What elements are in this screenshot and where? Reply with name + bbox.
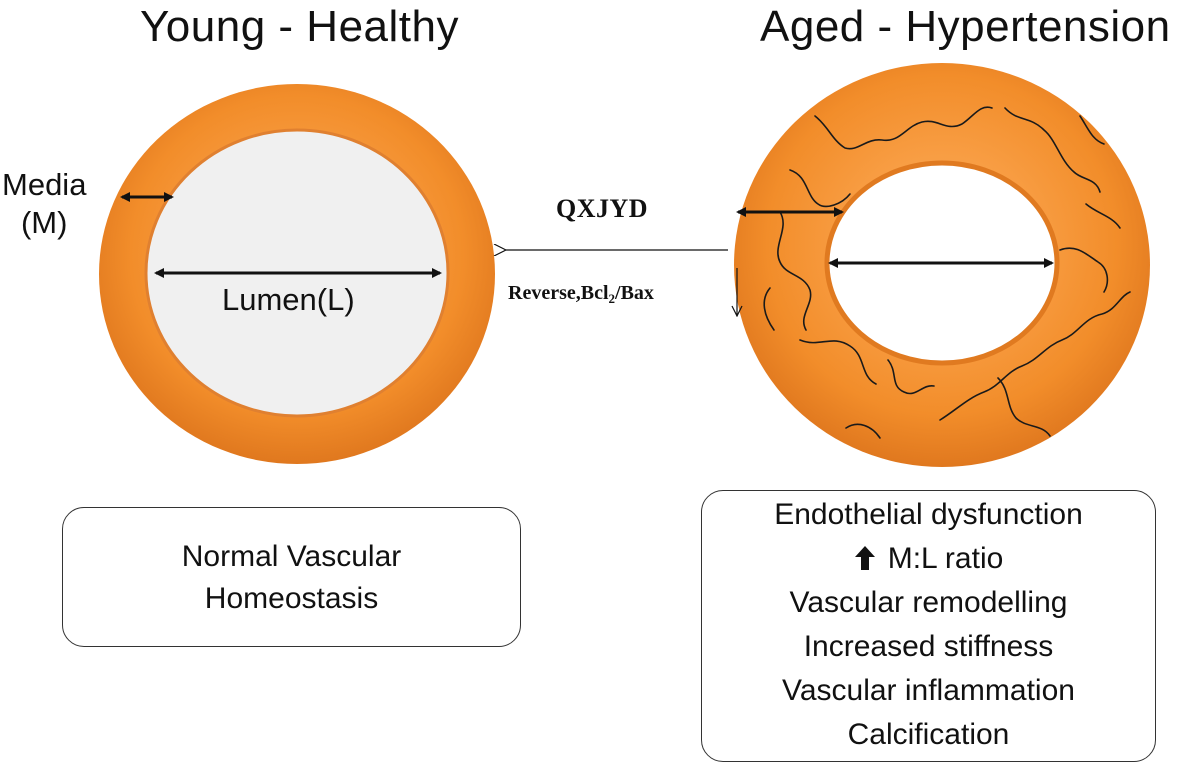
finding-item: Endothelial dysfunction bbox=[774, 498, 1083, 531]
finding-item-ratio: M:L ratio bbox=[702, 537, 1155, 581]
effect-label: Reverse,Bcl2/Bax bbox=[508, 282, 654, 307]
hypertension-findings-box: Endothelial dysfunction M:L ratio Vascul… bbox=[701, 490, 1156, 762]
healthy-title: Young - Healthy bbox=[140, 2, 459, 51]
healthy-outcome-line1: Normal Vascular bbox=[181, 540, 402, 573]
healthy-outcome-box: Normal Vascular Homeostasis bbox=[62, 507, 521, 647]
effect-subscript: 2 bbox=[608, 291, 616, 306]
finding-item: Vascular remodelling bbox=[789, 586, 1068, 619]
fibrosis-lines bbox=[763, 106, 1131, 439]
effect-suffix: /Bax bbox=[615, 282, 654, 304]
media-label-line1: Media bbox=[2, 167, 87, 202]
media-label-line2: (M) bbox=[20, 205, 68, 240]
up-arrow-icon bbox=[854, 546, 875, 570]
finding-item: Calcification bbox=[847, 718, 1010, 751]
findings-list: Endothelial dysfunction M:L ratio Vascul… bbox=[702, 493, 1155, 757]
finding-item: Vascular inflammation bbox=[782, 674, 1075, 707]
finding-item: Increased stiffness bbox=[803, 630, 1054, 663]
media-label: Media (M) bbox=[2, 166, 86, 242]
healthy-outcome-line2: Homeostasis bbox=[204, 582, 379, 615]
healthy-vessel bbox=[99, 84, 495, 464]
aged-vessel bbox=[734, 63, 1150, 467]
lumen-label: Lumen(L) bbox=[222, 282, 355, 317]
drug-label: QXJYD bbox=[556, 194, 649, 223]
effect-prefix: Reverse,Bcl bbox=[508, 282, 609, 304]
hypertension-title: Aged - Hypertension bbox=[760, 2, 1171, 51]
ml-ratio-text: M:L ratio bbox=[887, 542, 1004, 575]
